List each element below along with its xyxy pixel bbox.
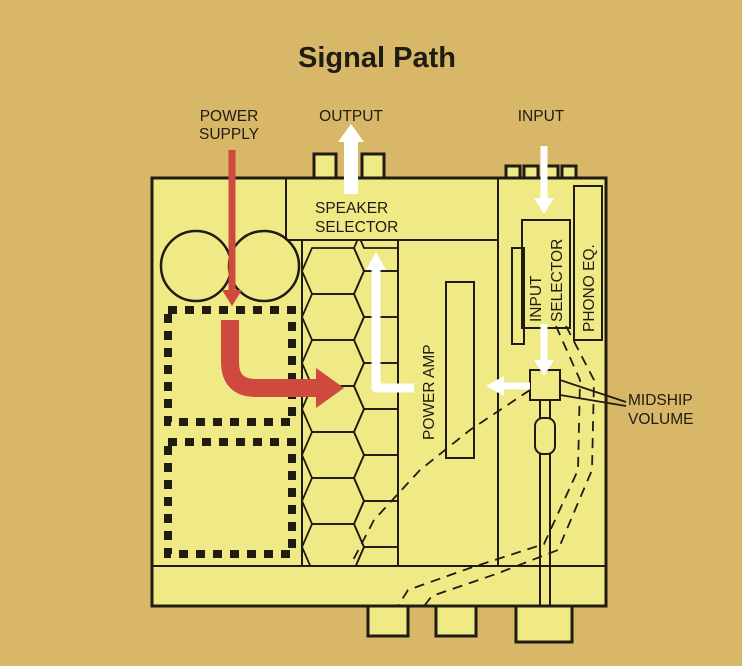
power-transformers (164, 306, 296, 558)
power-flow-arrow (221, 150, 344, 408)
midship-volume-label: MIDSHIP (628, 392, 693, 409)
speaker-selector-label-2: SELECTOR (315, 219, 398, 236)
diagram-title: Signal Path (298, 42, 456, 74)
output-label: OUTPUT (319, 108, 383, 125)
signal-flow-arrows (338, 124, 554, 396)
power-amp-board (445, 281, 475, 459)
phono-eq-label: PHONO EQ. (581, 244, 598, 332)
power-supply-label-2: SUPPLY (199, 126, 259, 143)
input-selector-label: INPUT (528, 275, 545, 322)
input-label: INPUT (518, 108, 565, 125)
front-panel-knobs (366, 606, 574, 644)
midship-leader-lines (559, 379, 627, 407)
midship-volume-label-2: VOLUME (628, 411, 693, 428)
labels: POWER SUPPLY OUTPUT INPUT SPEAKER SELECT… (199, 108, 693, 440)
cable-routing (349, 325, 595, 607)
input-selector-label-2: SELECTOR (549, 239, 566, 322)
volume-control (529, 369, 561, 606)
speaker-selector-label: SPEAKER (315, 200, 388, 217)
power-supply-label: POWER (200, 108, 259, 125)
partitions (152, 178, 606, 567)
heat-sink (302, 240, 398, 566)
power-amp-label: POWER AMP (421, 344, 438, 440)
